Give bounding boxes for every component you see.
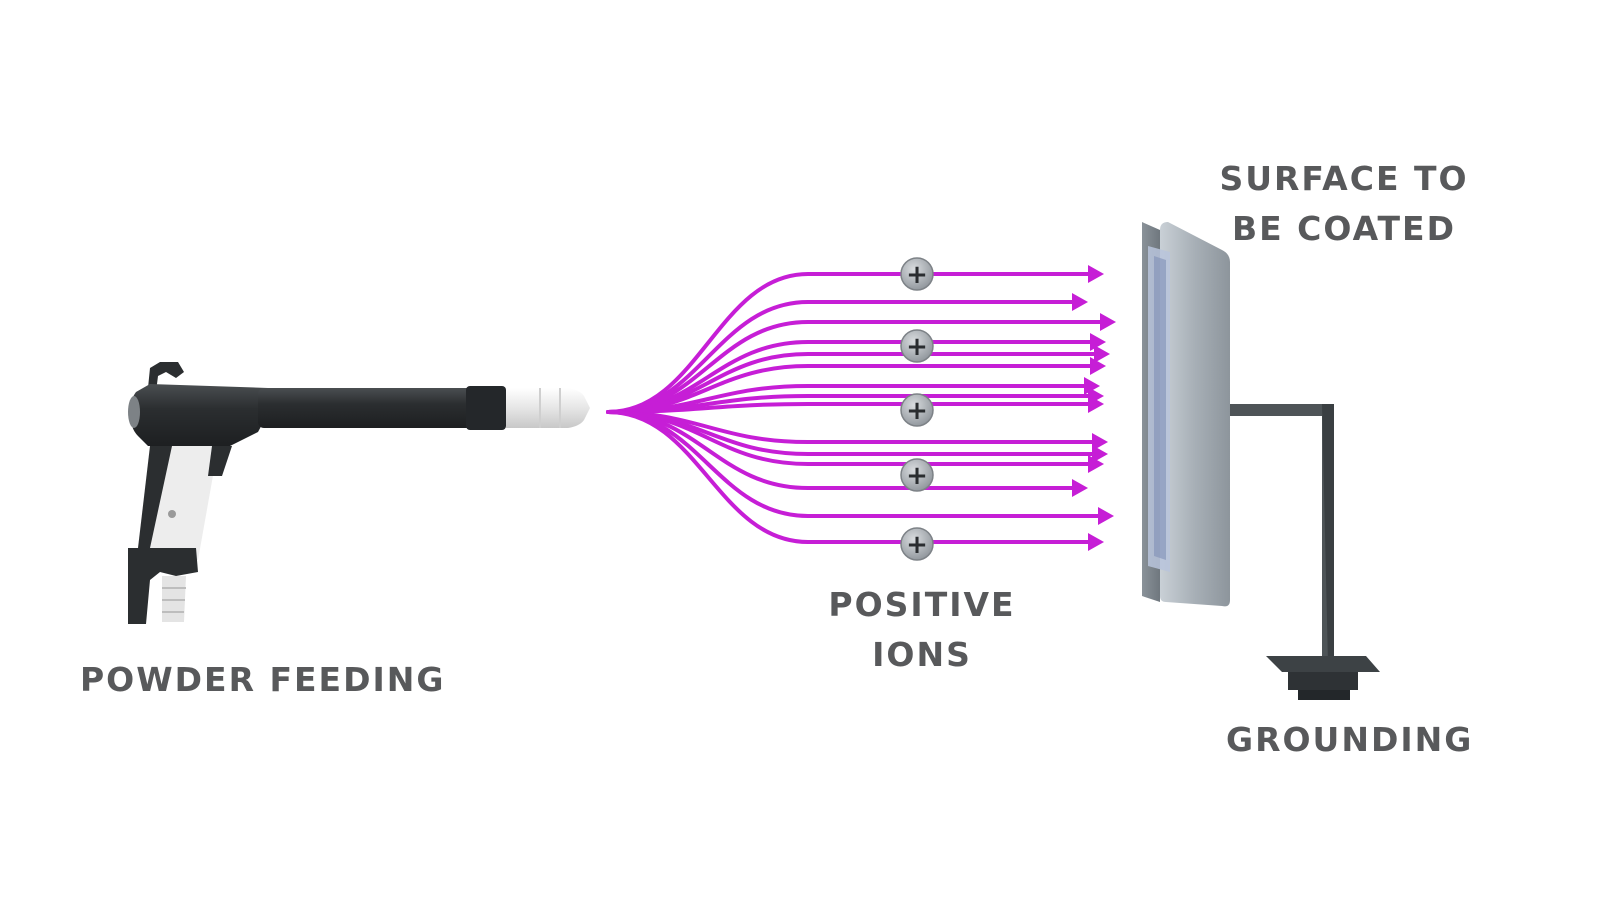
arrowhead-icon (1088, 265, 1104, 283)
arrowhead-icon (1072, 293, 1088, 311)
ground-arm-shade (1322, 404, 1334, 664)
positive-ions: + + + + + (900, 257, 934, 561)
gun-barrel (258, 388, 502, 428)
ground-base-plate (1266, 656, 1380, 672)
plus-circle-icon: + (900, 458, 934, 492)
ion-plus-symbol: + (906, 461, 928, 491)
ion-plus-symbol: + (906, 530, 928, 560)
arrowhead-icon (1072, 479, 1088, 497)
gun-trigger-guard (208, 446, 232, 476)
powder-feeding-text: POWDER FEEDING (80, 660, 446, 699)
arrowhead-icon (1092, 445, 1108, 463)
panel-front (1160, 222, 1230, 607)
plus-circle-icon: + (900, 527, 934, 561)
surface-panel (1142, 222, 1230, 607)
panel-inner-shade (1154, 256, 1166, 560)
surface-line2: BE COATED (1232, 209, 1456, 248)
grounding-text: GROUNDING (1226, 720, 1474, 759)
arrowhead-icon (1088, 455, 1104, 473)
gun-rear-cap (128, 396, 140, 428)
arrowhead-icon (1100, 313, 1116, 331)
gun-handle-grip (150, 446, 226, 560)
ion-plus-symbol: + (906, 332, 928, 362)
plus-circle-icon: + (900, 257, 934, 291)
arrowhead-icon (1098, 507, 1114, 525)
arrowhead-icon (1088, 395, 1104, 413)
gun-head (130, 384, 270, 446)
field-lines (606, 265, 1116, 551)
spray-gun (128, 362, 590, 624)
arrowhead-icon (1088, 533, 1104, 551)
label-grounding: GROUNDING (1226, 715, 1474, 765)
ground-arm (1230, 404, 1334, 664)
field-line (606, 410, 1092, 544)
positive-ions-line2: IONS (872, 635, 972, 674)
arrowhead-icon (1090, 357, 1106, 375)
ground-base-block (1288, 672, 1358, 690)
ion-plus-symbol: + (906, 396, 928, 426)
ground-base-foot (1298, 690, 1350, 700)
gun-hook (148, 362, 184, 392)
label-powder-feeding: POWDER FEEDING (80, 655, 445, 705)
gun-handle-screw (168, 510, 176, 518)
nozzle (506, 388, 590, 428)
arrowhead-icon (1092, 433, 1108, 451)
plus-circle-icon: + (900, 393, 934, 427)
surface-line1: SURFACE TO (1219, 159, 1469, 198)
gun-base (128, 548, 198, 624)
grounding-stand (1230, 404, 1380, 700)
label-surface-to-be-coated: SURFACE TO BE COATED (1214, 154, 1474, 254)
label-positive-ions: POSITIVE IONS (822, 580, 1022, 680)
positive-ions-line1: POSITIVE (828, 585, 1016, 624)
gun-handle-frame (138, 446, 172, 548)
ion-plus-symbol: + (906, 260, 928, 290)
arrowhead-icon (1094, 345, 1110, 363)
plus-circle-icon: + (900, 329, 934, 363)
gun-barrel-collar (466, 386, 506, 430)
